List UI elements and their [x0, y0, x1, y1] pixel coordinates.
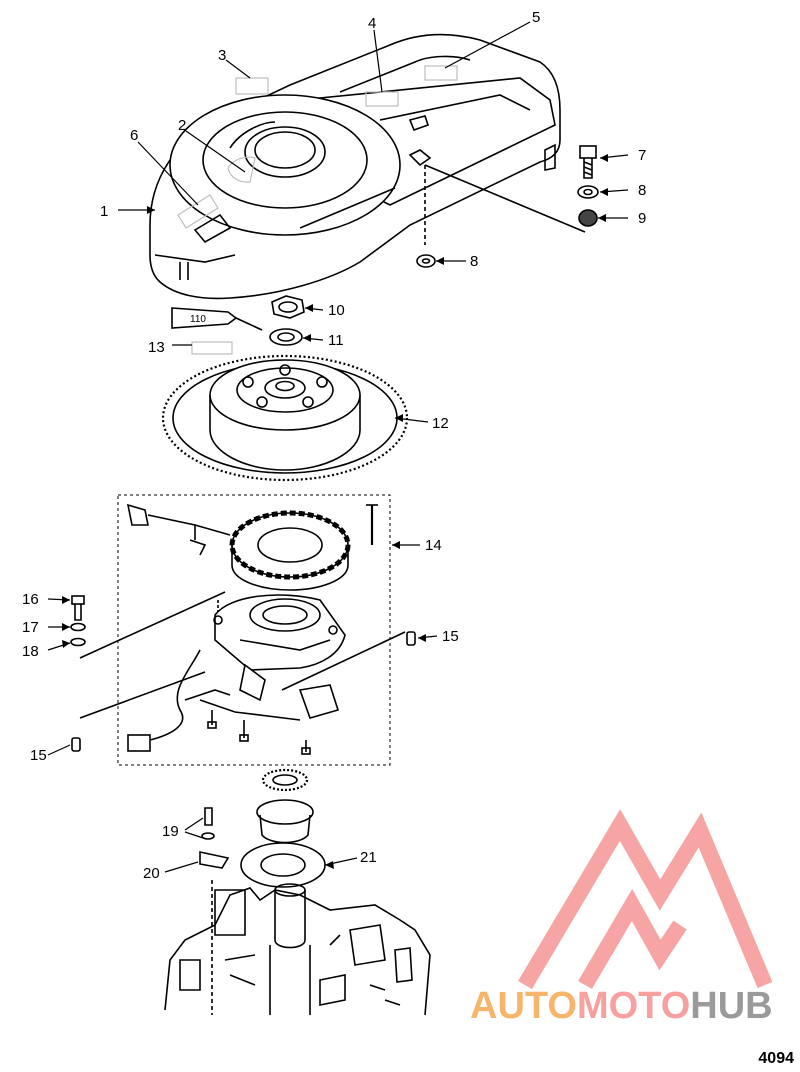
callout-19: 19: [162, 823, 179, 840]
dowel-pins: [71, 631, 416, 752]
callout-9: 9: [638, 210, 646, 227]
callout-12: 12: [432, 415, 449, 432]
hub-and-plate: [199, 768, 326, 888]
callout-4: 4: [368, 15, 376, 32]
callout-13: 13: [148, 339, 165, 356]
flywheel-nut: [271, 295, 305, 319]
watermark-text: AUTOMOTOHUB: [470, 985, 773, 1028]
callout-18: 18: [22, 643, 39, 660]
callout-labels: 1 2 3 4 5 6 7 8 9 8 10 11 12 13 14 15 16…: [22, 9, 646, 882]
callout-5: 5: [532, 9, 540, 26]
flywheel: [161, 354, 409, 482]
stator-fasteners: [70, 595, 86, 647]
callout-7: 7: [638, 147, 646, 164]
callout-3: 3: [218, 47, 226, 64]
callout-20: 20: [143, 865, 160, 882]
tube-label: 110: [190, 314, 206, 325]
mounting-hardware: [416, 145, 599, 268]
flywheel-cover: [149, 33, 561, 300]
callout-10: 10: [328, 302, 345, 319]
callout-6: 6: [130, 127, 138, 144]
callout-16: 16: [22, 591, 39, 608]
stator-assembly: [79, 494, 406, 766]
decal-placeholders: [177, 65, 458, 355]
powerhead: [164, 880, 431, 1016]
watermark-part-hub: HUB: [690, 985, 773, 1027]
callout-8-lower: 8: [470, 253, 478, 270]
leader-arrows: [62, 154, 608, 869]
callout-17: 17: [22, 619, 39, 636]
callout-15-right: 15: [442, 628, 459, 645]
callout-14: 14: [425, 537, 442, 554]
watermark-part-auto: AUTO: [470, 985, 577, 1027]
callout-1: 1: [100, 203, 108, 220]
callout-8-washer: 8: [638, 182, 646, 199]
flywheel-washer: [269, 328, 303, 346]
callout-2: 2: [178, 117, 186, 134]
watermark-logo: [518, 809, 773, 990]
callout-15-left: 15: [30, 747, 47, 764]
figure-number: 4094: [758, 1050, 794, 1067]
watermark-part-moto: MOTO: [576, 985, 691, 1027]
sealant-tube: [171, 307, 263, 331]
callout-21: 21: [360, 849, 377, 866]
callout-11: 11: [328, 332, 344, 349]
